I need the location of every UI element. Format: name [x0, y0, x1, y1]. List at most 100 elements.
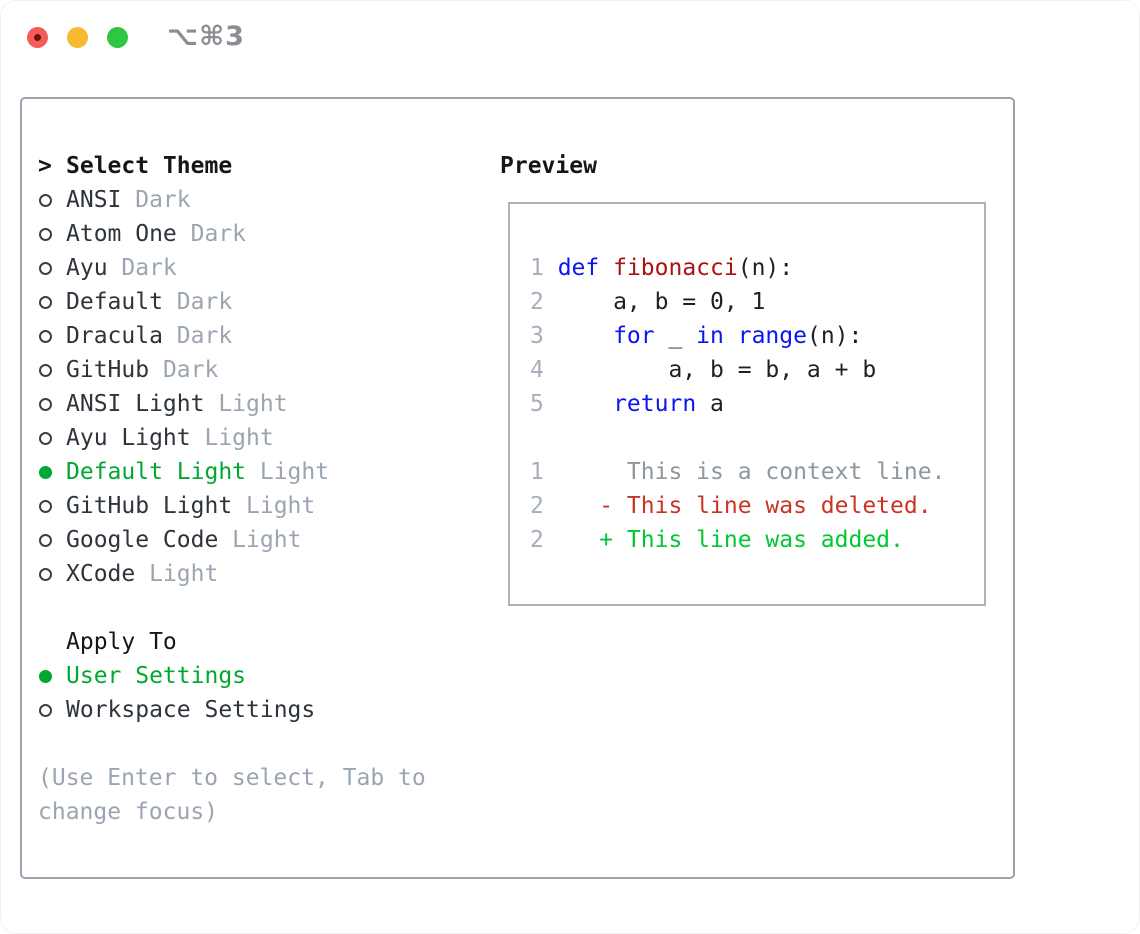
radio-icon — [39, 227, 52, 241]
diff-preview: 1 This is a context line.2 - This line w… — [530, 455, 974, 557]
radio-icon — [39, 261, 52, 275]
radio-icon — [39, 499, 52, 513]
radio-icon — [39, 193, 52, 207]
theme-name: Ayu Light — [66, 425, 191, 451]
radio-icon — [39, 363, 52, 377]
radio-icon — [39, 397, 52, 411]
line-number: 1 — [530, 459, 544, 485]
theme-variant-badge: Light — [204, 391, 288, 417]
theme-option-ansi-light-light[interactable]: ANSI Light Light — [38, 387, 426, 421]
radio-selected-icon — [39, 669, 52, 683]
diff-text: This is a context line. — [557, 459, 946, 485]
theme-variant-badge: Dark — [176, 221, 247, 247]
help-text: (Use Enter to select, Tab to change focus… — [38, 761, 426, 829]
theme-option-xcode-light[interactable]: XCode Light — [38, 557, 426, 591]
help-line: change focus) — [38, 799, 219, 825]
theme-name: XCode — [66, 561, 136, 587]
theme-name: Dracula — [66, 323, 163, 349]
line-number: 2 — [530, 527, 544, 553]
titlebar: ⌥⌘3 — [0, 0, 1140, 74]
code-line: 3 for _ in range(n): — [530, 319, 974, 353]
theme-variant-badge: Dark — [162, 289, 233, 315]
code-text: a, b = b, a + b — [557, 357, 877, 383]
radio-icon — [39, 431, 52, 445]
theme-name: Ayu — [66, 255, 108, 281]
apply-option-label: Workspace Settings — [66, 697, 316, 723]
code-text: for _ in range(n): — [613, 323, 863, 349]
theme-option-atom-one-dark[interactable]: Atom One Dark — [38, 217, 426, 251]
theme-option-default-dark[interactable]: Default Dark — [38, 285, 426, 319]
theme-variant-badge: Light — [218, 527, 302, 553]
theme-variant-badge: Light — [232, 493, 316, 519]
minimize-button[interactable] — [67, 27, 88, 48]
prompt-caret-icon: > — [38, 153, 52, 179]
theme-name: Default — [66, 289, 163, 315]
apply-to-header: Apply To — [38, 625, 426, 659]
line-number: 2 — [530, 493, 544, 519]
code-line: 1 def fibonacci(n): — [530, 251, 974, 285]
theme-name: GitHub — [66, 357, 150, 383]
code-text: def fibonacci(n): — [557, 255, 794, 281]
theme-variant-badge: Dark — [107, 255, 177, 281]
theme-name: ANSI — [66, 187, 122, 213]
theme-variant-badge: Light — [135, 561, 219, 587]
help-line: (Use Enter to select, Tab to — [38, 765, 426, 791]
diff-text: + This line was added. — [557, 527, 904, 553]
theme-option-dracula-dark[interactable]: Dracula Dark — [38, 319, 426, 353]
close-dot-icon — [34, 34, 41, 41]
apply-option-user-settings[interactable]: User Settings — [38, 659, 426, 693]
select-theme-header: > Select Theme — [38, 149, 426, 183]
theme-option-ansi-dark[interactable]: ANSI Dark — [38, 183, 426, 217]
diff-text: - This line was deleted. — [557, 493, 932, 519]
preview-title: Preview — [500, 153, 597, 179]
line-number: 4 — [530, 357, 544, 383]
diff-line-context: 1 This is a context line. — [530, 455, 974, 489]
theme-option-default-light-light[interactable]: Default Light Light — [38, 455, 426, 489]
theme-variant-badge: Light — [190, 425, 274, 451]
theme-option-ayu-dark[interactable]: Ayu Dark — [38, 251, 426, 285]
zoom-button[interactable] — [107, 27, 128, 48]
code-line: 5 return a — [530, 387, 974, 421]
theme-variant-badge: Dark — [121, 187, 191, 213]
theme-variant-badge: Dark — [162, 323, 233, 349]
theme-name: ANSI Light — [66, 391, 205, 417]
radio-icon — [39, 295, 52, 309]
code-line: 2 a, b = 0, 1 — [530, 285, 974, 319]
line-number: 3 — [530, 323, 544, 349]
window-title: ⌥⌘3 — [167, 21, 245, 52]
theme-option-ayu-light-light[interactable]: Ayu Light Light — [38, 421, 426, 455]
line-number: 5 — [530, 391, 544, 417]
code-text: return a — [613, 391, 724, 417]
radio-icon — [39, 567, 52, 581]
theme-option-github-dark[interactable]: GitHub Dark — [38, 353, 426, 387]
theme-variant-badge: Light — [246, 459, 330, 485]
theme-option-github-light-light[interactable]: GitHub Light Light — [38, 489, 426, 523]
code-text: a, b = 0, 1 — [557, 289, 766, 315]
line-number: 2 — [530, 289, 544, 315]
diff-line-deleted: 2 - This line was deleted. — [530, 489, 974, 523]
apply-option-workspace-settings[interactable]: Workspace Settings — [38, 693, 426, 727]
radio-icon — [39, 533, 52, 547]
radio-selected-icon — [39, 465, 52, 479]
line-number: 1 — [530, 255, 544, 281]
theme-name: Default Light — [66, 459, 247, 485]
blank-line — [530, 421, 974, 455]
diff-line-added: 2 + This line was added. — [530, 523, 974, 557]
close-button[interactable] — [27, 27, 48, 48]
theme-name: GitHub Light — [66, 493, 233, 519]
code-line: 4 a, b = b, a + b — [530, 353, 974, 387]
select-theme-title: Select Theme — [66, 153, 233, 179]
apply-option-label: User Settings — [66, 663, 247, 689]
theme-option-google-code-light[interactable]: Google Code Light — [38, 523, 426, 557]
apply-to-title: Apply To — [66, 629, 177, 655]
theme-variant-badge: Dark — [149, 357, 219, 383]
theme-name: Google Code — [66, 527, 219, 553]
theme-name: Atom One — [66, 221, 177, 247]
